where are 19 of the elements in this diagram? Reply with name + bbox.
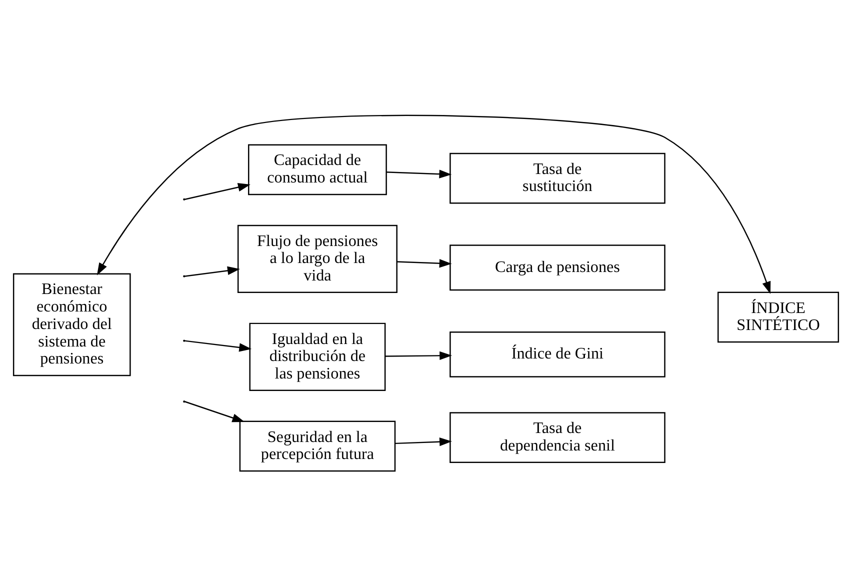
node-box: Tasa de sustitución: [450, 152, 666, 204]
node-box: Igualdad en la distribución de las pensiones: [249, 322, 386, 392]
arrow: [386, 170, 452, 178]
node-box: Capacidad de consumo actual: [248, 144, 387, 196]
node-box: Índice de Gini: [450, 332, 666, 378]
node-box: Flujo de pensiones a lo largo de la vida: [237, 224, 398, 294]
arrow: [397, 259, 452, 268]
node-box: Bienestar económico derivado del sistema de pensiones: [12, 273, 131, 376]
arrow: [184, 266, 240, 277]
node-box: ÍNDICE SINTÉTICO: [717, 292, 840, 343]
arrow: [96, 114, 771, 294]
arrow: [184, 183, 250, 200]
arrow: [395, 437, 452, 446]
arrow: [184, 401, 245, 422]
arrow: [184, 340, 252, 352]
node-box: Carga de pensiones: [450, 244, 666, 291]
node-box: Tasa de dependencia senil: [450, 412, 666, 463]
node-box: Seguridad en la percepción futura: [239, 420, 396, 472]
arrow: [385, 351, 452, 360]
